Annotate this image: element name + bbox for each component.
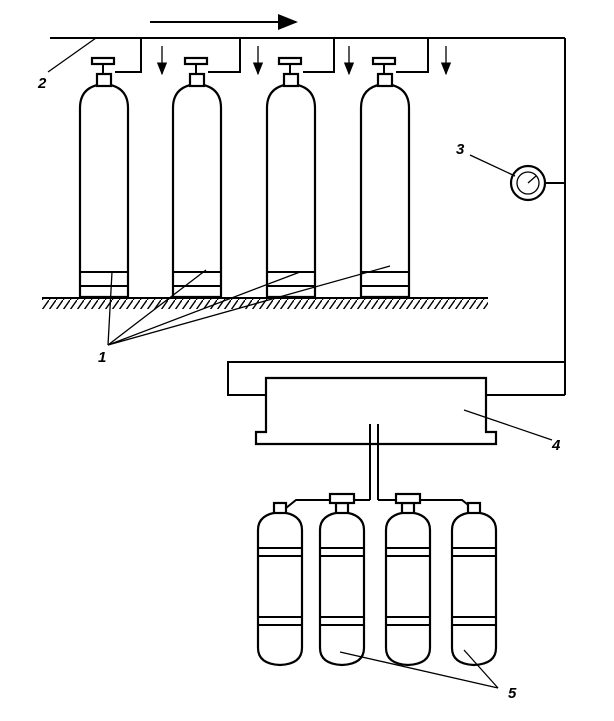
label-1: 1 <box>98 349 106 366</box>
supply-cylinder-3 <box>265 56 317 299</box>
label-3: 3 <box>456 141 465 158</box>
label-5: 5 <box>508 685 517 702</box>
label-4: 4 <box>551 437 561 454</box>
supply-cylinder-2 <box>171 56 223 299</box>
supply-cylinder-1 <box>78 56 130 299</box>
charged-cylinder-1 <box>256 499 330 667</box>
ground-hatch-icon <box>42 297 488 309</box>
charged-cylinder-4 <box>450 501 498 667</box>
label-2: 2 <box>37 75 47 92</box>
pressure-gauge-icon <box>469 154 565 202</box>
charged-cylinder-3 <box>384 492 473 667</box>
charging-ramp <box>227 361 565 501</box>
label-1-leaders <box>107 265 391 346</box>
valve-icon <box>328 492 356 505</box>
label-2-leader <box>47 37 97 73</box>
charged-cylinder-2 <box>318 492 366 667</box>
supply-cylinder-4 <box>359 56 411 299</box>
manifold-pipe <box>50 37 566 395</box>
label-5-leaders <box>339 649 499 689</box>
